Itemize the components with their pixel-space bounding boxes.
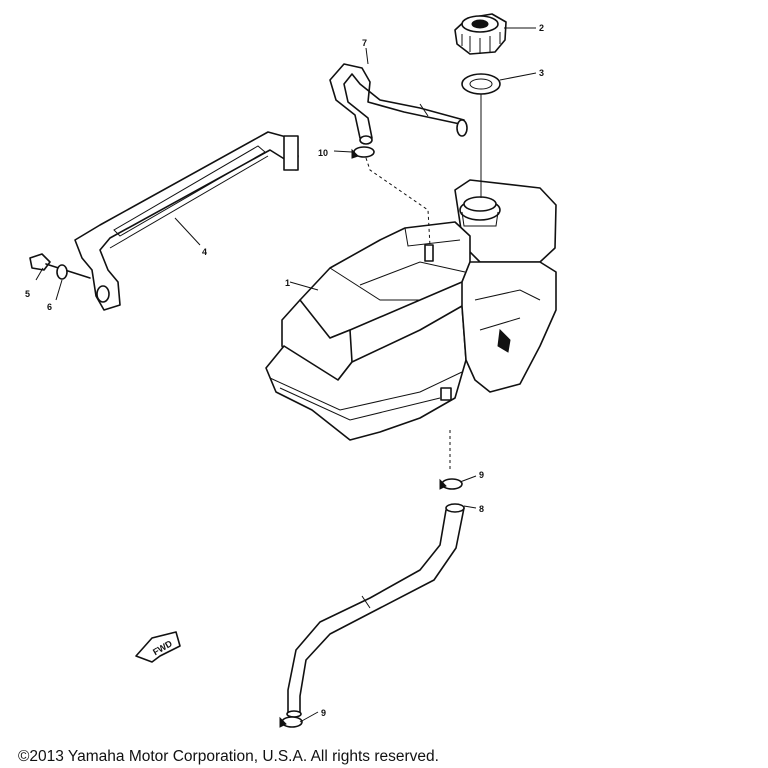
callout-8: 8 (479, 504, 484, 514)
clip-9-top (440, 479, 462, 489)
drain-hose (287, 504, 464, 717)
callout-2: 2 (539, 23, 544, 33)
callout-6: 6 (47, 302, 52, 312)
callout-1: 1 (285, 278, 290, 288)
bolt (30, 254, 90, 278)
callout-7: 7 (362, 38, 367, 48)
leader-lines (36, 28, 536, 722)
parts-diagram: FWD 1 2 3 4 5 6 7 8 9 9 10 (25, 0, 768, 740)
callout-3: 3 (539, 68, 544, 78)
breather-hose (330, 64, 467, 144)
copyright-notice: ©2013 Yamaha Motor Corporation, U.S.A. A… (18, 748, 439, 765)
tank-bracket (75, 132, 298, 310)
callout-labels: 1 2 3 4 5 6 7 8 9 9 10 (25, 23, 544, 718)
callout-9-bottom: 9 (321, 708, 326, 718)
fwd-arrow: FWD (136, 632, 180, 662)
callout-9-top: 9 (479, 470, 484, 480)
washer (57, 265, 67, 279)
callout-5: 5 (25, 289, 30, 299)
clip-10 (352, 147, 374, 158)
cap-gasket (462, 74, 500, 94)
hose-routing-line (366, 158, 430, 246)
clip-9-bottom (280, 717, 302, 727)
callout-10: 10 (318, 148, 328, 158)
fuel-tank (266, 180, 556, 440)
callout-4: 4 (202, 247, 207, 257)
fuel-cap (455, 14, 506, 54)
